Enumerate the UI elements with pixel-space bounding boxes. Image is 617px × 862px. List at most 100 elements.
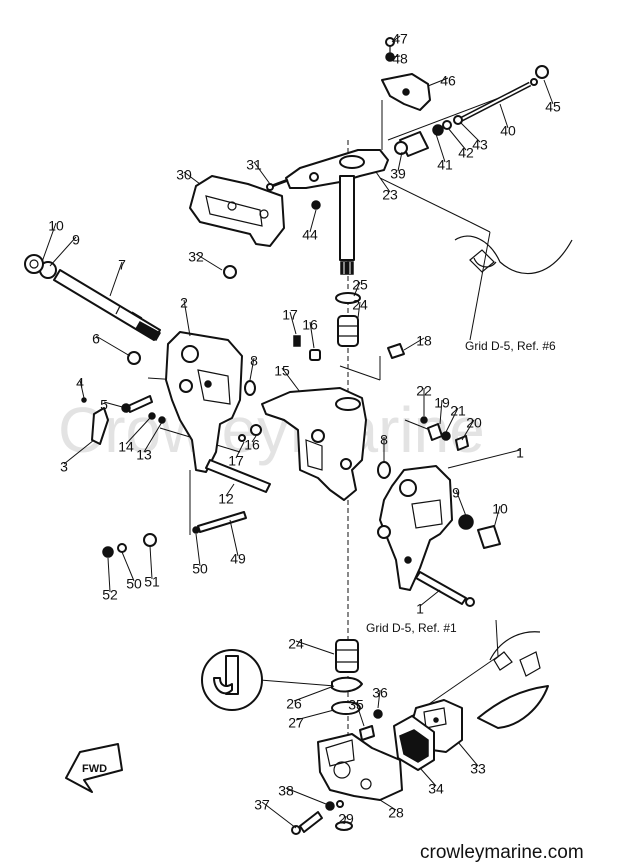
callout-leader <box>343 815 347 825</box>
fitting-18 <box>387 343 405 359</box>
callout-label: 29 <box>338 811 354 827</box>
bracket-46 <box>381 37 431 111</box>
callout-leader <box>435 133 446 163</box>
callout-leader <box>459 121 481 143</box>
bushing-24-upper <box>337 315 359 347</box>
callout-label: 38 <box>278 783 294 799</box>
callout-leader <box>107 557 111 593</box>
callout-label: 15 <box>274 363 290 379</box>
callout-leader <box>253 161 271 185</box>
callout-leader <box>447 449 521 469</box>
cowl-fragment-ref6 <box>454 235 573 275</box>
callout-leader <box>391 35 401 43</box>
washer-9-right <box>458 514 474 530</box>
callout-leader <box>251 435 257 443</box>
callout-label: 37 <box>254 797 270 813</box>
callout-label: 40 <box>500 123 516 139</box>
fwd-arrow-icon: FWD <box>65 743 123 793</box>
callout-leader <box>261 801 297 829</box>
callout-leader <box>183 299 191 337</box>
callout-label: 8 <box>250 353 258 369</box>
callout-leader <box>195 533 201 567</box>
callout-leader <box>377 689 381 709</box>
callout-label: 28 <box>388 805 404 821</box>
callout-leader <box>447 127 467 151</box>
callout-label: 51 <box>144 574 160 590</box>
bushing-17-16-lower <box>238 424 262 442</box>
callout-leader <box>125 417 151 445</box>
bushing-17-16-upper <box>293 335 321 361</box>
callout-label: 2 <box>180 295 188 311</box>
callout-leader <box>419 767 437 787</box>
ref1-leader <box>495 619 499 657</box>
callout-leader <box>499 103 509 129</box>
plate-30 <box>189 175 285 247</box>
callout-label: 36 <box>372 685 388 701</box>
callout-leader <box>439 399 443 425</box>
callout-label: 18 <box>416 333 432 349</box>
callout-label: 23 <box>382 187 398 203</box>
callout-leader <box>295 709 335 721</box>
callout-label: 39 <box>390 166 406 182</box>
callout-label: 10 <box>492 501 508 517</box>
callout-label: 13 <box>136 447 152 463</box>
callout-label: 10 <box>48 218 64 234</box>
callout-leader <box>357 301 361 319</box>
callout-leader <box>353 281 361 297</box>
callout-label: 22 <box>416 383 432 399</box>
callout-label: 44 <box>302 227 318 243</box>
callout-label: 42 <box>458 145 474 161</box>
callout-leader <box>109 261 123 297</box>
callout-leader <box>79 379 85 399</box>
washer-8-lower <box>377 461 391 479</box>
callout-label: 45 <box>545 99 561 115</box>
fasteners-38-37-29 <box>291 800 353 835</box>
callout-label: 41 <box>437 157 453 173</box>
callout-leader <box>295 640 335 655</box>
callout-label: 20 <box>466 415 482 431</box>
bolt-49 <box>192 511 247 534</box>
callout-leader <box>149 545 153 580</box>
callout-label: 5 <box>100 397 108 413</box>
callout-label: 27 <box>288 715 304 731</box>
callout-label: 4 <box>76 375 84 391</box>
callout-label: 43 <box>472 137 488 153</box>
nut-44 <box>311 200 321 210</box>
callout-leader <box>457 741 479 767</box>
callout-leader <box>309 209 317 233</box>
tube-7 <box>24 254 162 342</box>
callout-leader <box>143 421 163 453</box>
callout-leader <box>249 357 255 381</box>
fwd-label: FWD <box>82 763 107 775</box>
callout-leader <box>543 79 554 105</box>
callout-leader <box>397 151 403 172</box>
bolt-40 <box>458 65 549 123</box>
callout-leader <box>445 407 459 433</box>
callout-label: 12 <box>218 491 234 507</box>
callout-label: 24 <box>352 297 368 313</box>
lever-3 <box>91 407 109 445</box>
bushing-10-right <box>477 525 501 549</box>
callout-label: 17 <box>282 307 298 323</box>
callout-label: 7 <box>118 257 126 273</box>
callout-label: 31 <box>246 157 262 173</box>
callout-label: 32 <box>188 249 204 265</box>
callout-leader <box>309 321 315 349</box>
bushing-24-lower <box>335 639 359 673</box>
callout-leader <box>235 441 245 459</box>
callout-leader <box>355 701 365 727</box>
callout-label: 48 <box>392 51 408 67</box>
callout-label: 6 <box>92 331 100 347</box>
callout-label: 16 <box>302 317 318 333</box>
washer-13 <box>158 416 166 424</box>
callout-label: 8 <box>380 432 388 448</box>
cowl-fragment-ref1 <box>477 631 549 729</box>
callout-leader <box>293 685 335 702</box>
callout-label: 50 <box>126 576 142 592</box>
bolt-1 <box>415 571 475 607</box>
callout-label: 1 <box>416 601 424 617</box>
callout-label: 17 <box>228 453 244 469</box>
